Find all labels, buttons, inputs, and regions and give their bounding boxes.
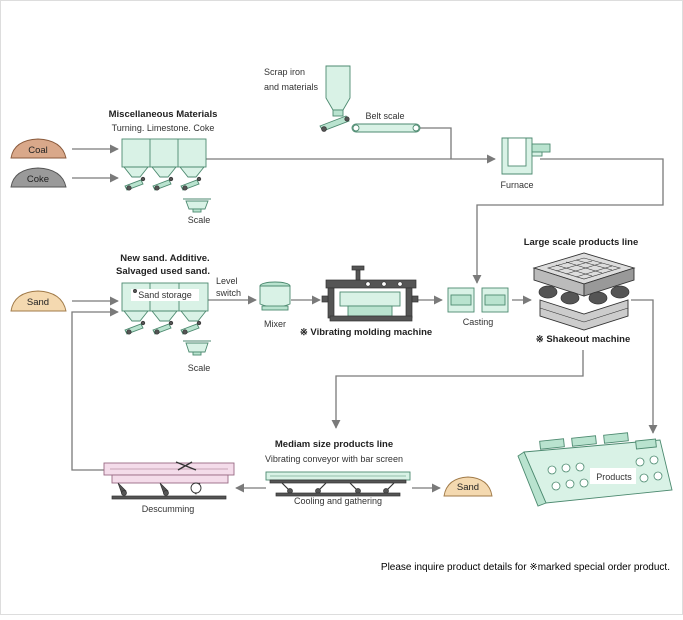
belt-scale-label: Belt scale — [365, 111, 404, 121]
new-sand-title-line2: Salvaged used sand. — [116, 266, 210, 277]
sand-input-label: Sand — [27, 297, 49, 308]
products-pile — [517, 432, 673, 507]
sand-output-label: Sand — [457, 482, 479, 493]
vibrating-molding-machine — [321, 265, 419, 322]
scale-top — [183, 198, 211, 213]
mixer — [259, 281, 291, 311]
misc-materials-subtitle: Turning. Limestone. Coke — [112, 123, 215, 133]
scrap-label-line1: Scrap iron — [264, 67, 305, 77]
mixer-label: Mixer — [264, 319, 286, 329]
belt-scale — [351, 123, 421, 133]
arrow-furnace-to-casting — [472, 158, 664, 284]
arrow-shakeout-to-medium-line — [331, 350, 584, 429]
footer-note: Please inquire product details for ※mark… — [381, 562, 670, 573]
medium-line-title: Mediam size products line — [275, 439, 393, 450]
flow-arrows — [71, 127, 664, 493]
casting-molds — [447, 287, 509, 313]
line-belt-to-main — [420, 127, 452, 159]
vibrating-conveyor-label: Vibrating conveyor with bar screen — [265, 454, 403, 464]
cooling-gathering-label: Cooling and gathering — [294, 496, 382, 506]
new-sand-title-line1: New sand. Additive. — [120, 253, 209, 264]
misc-hoppers — [121, 138, 207, 191]
scrap-label-line2: and materials — [264, 82, 319, 92]
shakeout-machine — [532, 252, 636, 331]
arrow-return-sand-loop — [71, 307, 119, 471]
coal-label: Coal — [28, 145, 48, 156]
coke-pile: Coke — [10, 167, 67, 188]
arrow-shakeout-to-products — [631, 299, 658, 434]
large-line-title: Large scale products line — [524, 237, 639, 248]
furnace — [501, 137, 551, 175]
coke-label: Coke — [27, 174, 49, 185]
vibrating-molding-label: ※ Vibrating molding machine — [300, 327, 432, 338]
sand-storage-hoppers — [121, 282, 209, 335]
products-label: Products — [596, 472, 632, 482]
shakeout-label: ※ Shakeout machine — [536, 334, 631, 345]
level-switch-line2: switch — [216, 288, 241, 298]
sand-input-pile: Sand — [10, 290, 67, 312]
scale-bottom-label: Scale — [188, 363, 211, 373]
level-switch-line1: Level — [216, 276, 238, 286]
casting-label: Casting — [463, 317, 494, 327]
sand-storage-label: Sand storage — [138, 290, 192, 300]
scale-bottom — [183, 340, 211, 356]
scale-top-label: Scale — [188, 215, 211, 225]
descumming-label: Descumming — [142, 504, 195, 514]
misc-materials-title: Miscellaneous Materials — [109, 109, 218, 120]
scrap-feeder — [319, 115, 350, 132]
furnace-label: Furnace — [500, 180, 533, 190]
vibrating-conveyor — [265, 471, 411, 497]
scrap-hopper — [325, 65, 351, 117]
sand-output-pile: Sand — [443, 476, 493, 497]
descumming-machine — [103, 461, 235, 500]
coal-pile: Coal — [10, 138, 67, 159]
